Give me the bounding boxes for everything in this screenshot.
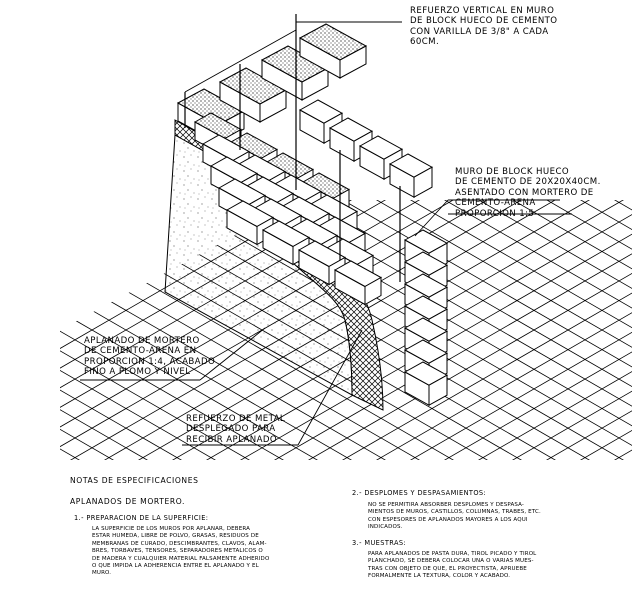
leader-lines [80, 14, 572, 446]
grid-line [0, 30, 34, 607]
label-aplanado: APLANADO DE MORTERO DE CEMENTO-ARENA EN … [84, 336, 216, 378]
grid-line [60, 200, 632, 460]
notes-section-3-heading: 3.- MUESTRAS: [352, 539, 407, 547]
grid-line [592, 200, 632, 460]
leader-refuerzo-metal [182, 329, 363, 446]
grid-line [60, 200, 68, 460]
block-side [364, 276, 382, 306]
block-side [259, 89, 287, 123]
grid-line [626, 200, 632, 460]
grid-line [592, 200, 632, 460]
label-refuerzo-vertical: REFUERZO VERTICAL EN MURO DE BLOCK HUECO… [410, 6, 558, 48]
grid-line [558, 200, 632, 460]
grid-line [0, 30, 34, 607]
grid-line [60, 200, 612, 460]
grid-line [60, 200, 632, 460]
notes-section-2-heading: 2.- DESPLOMES Y DESPASAMIENTOS: [352, 489, 487, 497]
notes-subtitle: APLANADOS DE MORTERO. [70, 497, 186, 506]
leader-muro-block [414, 199, 572, 237]
grid-line [60, 200, 632, 460]
notes-section-1-body: LA SUPERFICIE DE LOS MUROS POR APLANAR, … [92, 526, 270, 577]
grid-line [60, 200, 632, 460]
label-muro-block: MURO DE BLOCK HUECO DE CEMENTO DE 20x20x… [455, 167, 601, 219]
block-side [339, 45, 367, 79]
block-side [413, 166, 433, 199]
notes-section-1-heading: 1.- PREPARACION DE LA SUPERFICIE: [74, 514, 209, 522]
grid-line [82, 200, 632, 460]
grid-line [558, 200, 632, 460]
notes-section-2-body: NO SE PERMITIRA ABSORBER DESPLOMES Y DES… [368, 502, 541, 531]
label-refuerzo-metal: REFUERZO DE METAL DESPLEGADO PARA RECIBI… [186, 414, 286, 445]
grid-line [60, 200, 632, 460]
block-side [301, 67, 329, 101]
grid-line [60, 200, 632, 460]
grid-line [626, 200, 632, 460]
leader-aplanado [80, 327, 266, 381]
grid-line [60, 200, 632, 460]
block-side [428, 374, 448, 407]
grid-line [60, 200, 68, 460]
block-wall [176, 23, 449, 407]
notes-title: NOTAS DE ESPECIFICACIONES [70, 476, 199, 485]
notes-section-3-body: PARA APLANADOS DE PASTA DURA, TIROL PICA… [368, 551, 537, 580]
grid-line [60, 200, 632, 460]
grid-line [60, 200, 632, 460]
